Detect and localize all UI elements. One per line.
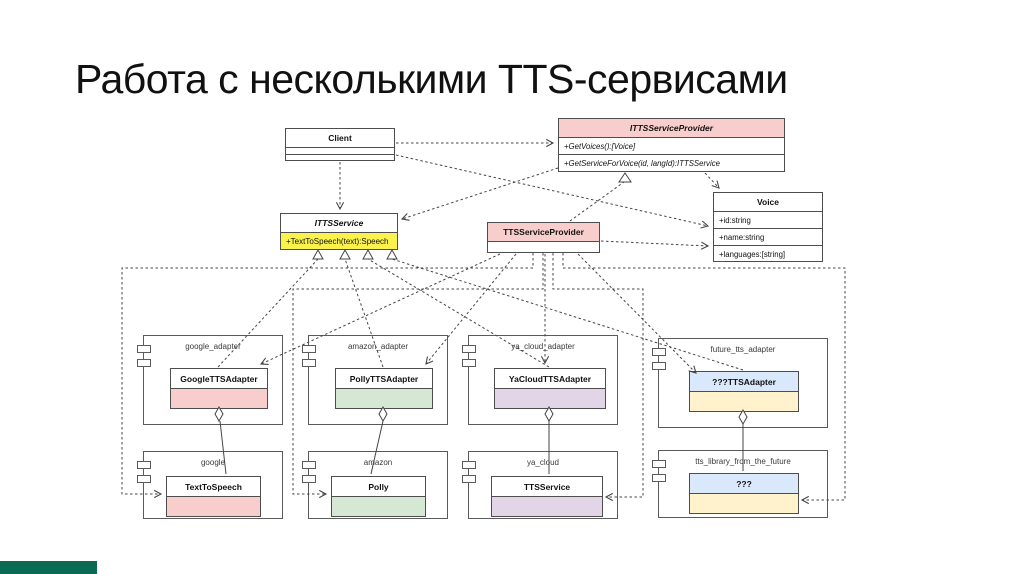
- class-ttsserviceprovider-body: [488, 242, 599, 254]
- class-body: [690, 494, 798, 513]
- class-pollyttsadapter: PollyTTSAdapter: [335, 368, 433, 409]
- component-icon: [302, 461, 316, 469]
- class-ittsservice: ITTSService +TextToSpeech(text):Speech: [280, 213, 398, 250]
- package-amazon: amazon Polly: [302, 451, 448, 519]
- class-client-methods: [286, 155, 394, 162]
- package-label: tts_library_from_the_future: [695, 457, 791, 466]
- package-amazon-adapter: amazon_adapter PollyTTSAdapter: [302, 335, 448, 425]
- class-body: [332, 497, 425, 516]
- component-icon: [462, 345, 476, 353]
- class-yacloudttsadapter: YaCloudTTSAdapter: [494, 368, 606, 409]
- component-icon: [462, 461, 476, 469]
- component-icon: [652, 348, 666, 356]
- package-label: amazon: [363, 458, 393, 467]
- class-ittsservice-title: ITTSService: [281, 214, 397, 233]
- component-icon: [652, 460, 666, 468]
- class-googlettsadapter: GoogleTTSAdapter: [170, 368, 268, 409]
- package-ya-cloud: ya_cloud TTSService: [462, 451, 618, 519]
- package-future-tts-adapter: future_tts_adapter ???TTSAdapter: [652, 338, 828, 428]
- class-body: [495, 389, 605, 408]
- class-texttospeech: TextToSpeech: [166, 476, 261, 517]
- component-icon: [302, 475, 316, 483]
- class-ttsserviceprovider: TTSServiceProvider: [487, 222, 600, 253]
- method-texttospeech: +TextToSpeech(text):Speech: [281, 233, 397, 249]
- attr-languages: +languages:[string]: [719, 250, 786, 259]
- class-ttsserviceprovider-title: TTSServiceProvider: [488, 223, 599, 242]
- class-body: [492, 497, 602, 516]
- class-polly: Polly: [331, 476, 426, 517]
- method-getserviceforvoice: +GetServiceForVoice(id, langId):ITTSServ…: [564, 159, 720, 168]
- component-icon: [302, 359, 316, 367]
- component-icon: [137, 345, 151, 353]
- package-tts-library-from-the-future: tts_library_from_the_future ???: [652, 450, 828, 518]
- class-ittsserviceprovider-title: ITTSServiceProvider: [559, 119, 784, 138]
- class-client: Client: [285, 128, 395, 161]
- component-icon: [137, 359, 151, 367]
- class-body: [171, 389, 267, 408]
- attr-id: +id:string: [714, 212, 822, 229]
- class-unknownttsadapter: ???TTSAdapter: [689, 371, 799, 412]
- component-icon: [302, 345, 316, 353]
- class-client-attrs: [286, 148, 394, 155]
- package-label: google: [200, 458, 226, 467]
- package-google-adapter: google_adapter GoogleTTSAdapter: [137, 335, 283, 425]
- component-icon: [652, 362, 666, 370]
- class-voice-title: Voice: [714, 193, 822, 212]
- component-icon: [137, 461, 151, 469]
- component-icon: [652, 474, 666, 482]
- package-ya-cloud-adapter: ya_cloud_adapter YaCloudTTSAdapter: [462, 335, 618, 425]
- component-icon: [462, 359, 476, 367]
- class-ittsserviceprovider: ITTSServiceProvider +GetVoices():[Voice]…: [558, 118, 785, 172]
- package-label: future_tts_adapter: [710, 345, 776, 354]
- class-voice: Voice +id:string +name:string +languages…: [713, 192, 823, 262]
- class-body: [167, 497, 260, 516]
- class-body: [336, 389, 432, 408]
- package-label: ya_cloud: [526, 458, 560, 467]
- class-body: [690, 392, 798, 411]
- component-icon: [137, 475, 151, 483]
- class-client-title: Client: [286, 129, 394, 148]
- package-google: google TextToSpeech: [137, 451, 283, 519]
- class-unknown-library: ???: [689, 473, 799, 514]
- accent-bar: [0, 561, 97, 574]
- package-label: ya_cloud_adapter: [511, 342, 575, 351]
- package-label: amazon_adapter: [347, 342, 409, 351]
- method-getvoices: +GetVoices():[Voice]: [559, 138, 784, 155]
- component-icon: [462, 475, 476, 483]
- slide-title: Работа с несколькими TTS-сервисами: [75, 56, 788, 102]
- attr-name: +name:string: [714, 229, 822, 246]
- package-label: google_adapter: [185, 342, 241, 351]
- class-ttsservice: TTSService: [491, 476, 603, 517]
